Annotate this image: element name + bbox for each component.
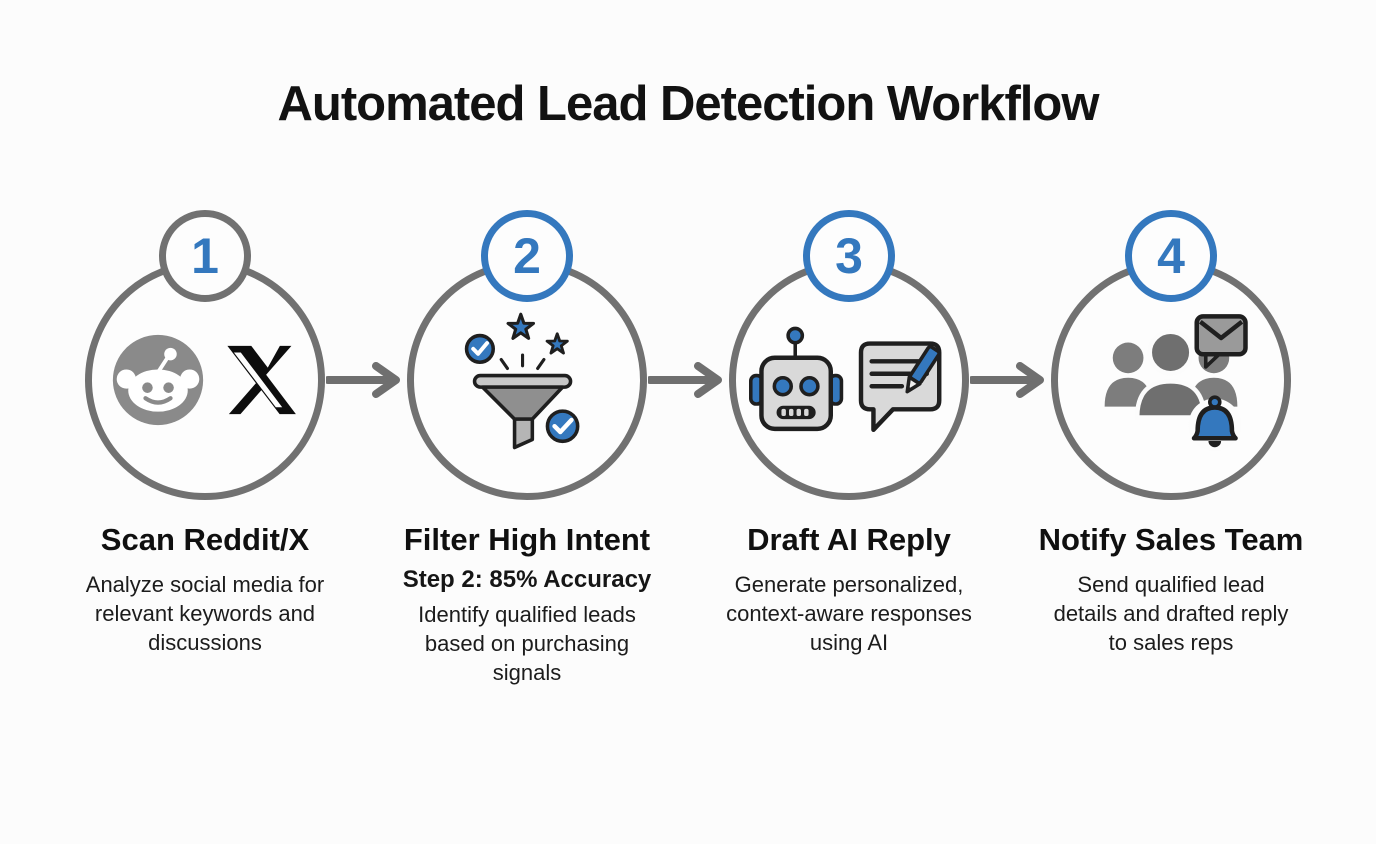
- page-title: Automated Lead Detection Workflow: [277, 77, 1100, 131]
- step-3-column: 3: [688, 210, 1010, 687]
- funnel-body: [480, 385, 565, 421]
- x-logo-icon: [227, 345, 296, 415]
- star-icon: [545, 332, 569, 355]
- reddit-icon: [112, 334, 204, 426]
- step-1-icons: [110, 332, 300, 428]
- step-2-circle: 2: [407, 210, 647, 500]
- step-4-description: Send qualified lead details and drafted …: [1053, 572, 1289, 655]
- step-1-description: Analyze social media for relevant keywor…: [85, 572, 325, 655]
- bell-icon: [1188, 395, 1241, 451]
- step-1-circle: 1: [85, 210, 325, 500]
- step-4-number-badge: 4: [1125, 210, 1217, 302]
- step-3-icon-circle: [729, 260, 969, 500]
- step-3-circle: 3: [729, 210, 969, 500]
- funnel-icon: [464, 312, 580, 450]
- arrow-right-icon: [326, 362, 400, 398]
- step-2-number-badge: 2: [481, 210, 573, 302]
- step-2-accuracy-label: Step 2: 85% Accuracy: [402, 566, 652, 593]
- workflow-diagram: 1: [0, 210, 1376, 687]
- arrow-right-icon: [648, 362, 722, 398]
- step-1-heading: Scan Reddit/X: [100, 522, 310, 557]
- step-3-number-badge: 3: [803, 210, 895, 302]
- step-1-column: 1: [44, 210, 366, 687]
- step-4-column: 4: [1010, 210, 1332, 687]
- robot-chat-icons: [749, 326, 942, 432]
- step-1-number-badge: 1: [159, 210, 251, 302]
- sparkle-rays: [499, 353, 546, 370]
- robot-icon: [749, 326, 844, 432]
- step-2-column: 2: [366, 210, 688, 687]
- star-icon: [506, 312, 536, 340]
- arrow-right-icon: [970, 362, 1044, 398]
- email-icon: [1194, 314, 1248, 369]
- step-3-heading: Draft AI Reply: [747, 522, 951, 557]
- notify-team-icons: [1104, 314, 1248, 451]
- step-2-heading: Filter High Intent: [403, 522, 651, 557]
- chat-edit-icon: [858, 341, 942, 432]
- step-3-description: Generate personalized, context-aware res…: [726, 572, 972, 655]
- step-2-description: Identify qualified leads based on purcha…: [418, 602, 636, 685]
- team-icon: [1104, 329, 1238, 420]
- checkmark-icon: [545, 409, 580, 444]
- funnel-stem: [512, 417, 535, 450]
- step-4-circle: 4: [1051, 210, 1291, 500]
- pencil-icon: [905, 345, 941, 394]
- checkmark-icon: [464, 333, 495, 364]
- step-4-heading: Notify Sales Team: [1038, 522, 1304, 557]
